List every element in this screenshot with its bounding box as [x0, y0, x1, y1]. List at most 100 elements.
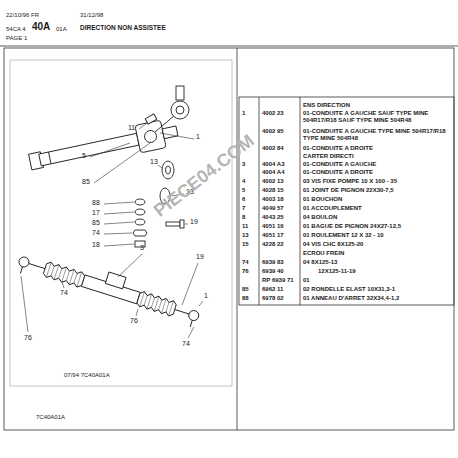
- table-column-line: [259, 97, 260, 305]
- callout-number: 18: [92, 241, 100, 249]
- pinion-housing: [135, 120, 166, 153]
- part-reference: 4004 A4: [262, 169, 284, 176]
- part-reference: RP 6939 71: [262, 277, 294, 284]
- tie-rod: [175, 310, 190, 315]
- callout-number: 19: [196, 253, 204, 261]
- leader-line: [62, 282, 64, 288]
- bolt-head: [180, 220, 184, 228]
- callout-number: 13: [150, 158, 158, 166]
- pinion-shaft: [155, 115, 175, 132]
- part-reference: 4028 15: [262, 187, 284, 194]
- callout-number: 17: [92, 209, 100, 217]
- bearing-bore: [166, 166, 171, 174]
- part-reference: 4002 13: [262, 178, 284, 185]
- boot-fold: [166, 302, 169, 312]
- part-description: 01 JOINT DE PIGNON 22X30-7,5: [303, 187, 452, 194]
- pump-screw: [145, 114, 157, 124]
- coupling-hub: [176, 106, 184, 114]
- boot-fold: [144, 296, 147, 306]
- pinion-housing: [105, 272, 126, 289]
- leader-line: [136, 309, 138, 316]
- leader-line: [21, 276, 28, 332]
- part-description: 01-CONDUITE A GAUCHE: [303, 161, 452, 168]
- rack-housing: [27, 117, 180, 176]
- callout-number: 85: [92, 219, 100, 227]
- item-number: 11: [242, 223, 248, 230]
- part-description: 04 8X125-13: [303, 259, 452, 266]
- leader-line: [94, 143, 150, 183]
- part-description: 01 BAGUE DE PIGNON 24X27-12,5: [303, 223, 452, 230]
- page-frame: [4, 48, 454, 430]
- boot-fold: [169, 301, 174, 316]
- part-description: 01: [303, 277, 323, 284]
- drawing-reference: 7C40A01A: [36, 414, 65, 421]
- leader-line: [158, 165, 162, 168]
- callout-number: 11: [128, 124, 135, 132]
- part-description: ECROU FREIN: [303, 250, 452, 257]
- part-description: 01 BOUCHON: [303, 196, 452, 203]
- callout-number: 19: [190, 218, 198, 226]
- part-description: 01 ROULEMENT 12 X 32 - 10: [303, 232, 452, 239]
- boot-fold: [69, 269, 74, 284]
- item-number: 8: [242, 214, 245, 221]
- ball-stud: [190, 320, 192, 327]
- boot-fold: [159, 300, 162, 310]
- item-number: 7: [242, 205, 245, 212]
- leader-line: [160, 133, 194, 139]
- boot-fold: [51, 266, 54, 276]
- part-reference: 6939 83: [262, 259, 284, 266]
- callout-number: 3: [140, 244, 144, 252]
- seal: [135, 209, 145, 215]
- part-reference: 6939 40: [262, 268, 284, 275]
- part-reference: 6978 02: [262, 295, 284, 302]
- callout-number: 1: [204, 292, 208, 300]
- boot-fold: [59, 269, 62, 279]
- leader-lines: [21, 123, 203, 338]
- boot-fold: [147, 294, 152, 309]
- rubber-boot: [43, 261, 86, 288]
- part-description: 04 VIS CHC 8X125-20: [303, 241, 452, 248]
- header-text: 40A: [32, 21, 50, 33]
- leader-line: [182, 263, 198, 305]
- part-description: 01 ANNEAU D'ARRET 32X34,4-1,2: [303, 295, 452, 302]
- part-reference: 4002 95: [262, 128, 284, 135]
- boot-fold: [66, 271, 69, 281]
- part-description: 01-CONDUITE A DROITE: [303, 145, 452, 152]
- leader-line: [104, 222, 134, 224]
- rubber-boot: [136, 290, 177, 317]
- leader-line: [188, 327, 194, 338]
- part-description: CARTER DIRECTI: [303, 153, 452, 160]
- part-reference: 4051 16: [262, 223, 284, 230]
- part-reference: 4049 57: [262, 205, 284, 212]
- item-number: 6: [242, 196, 245, 203]
- part-description: 03 VIS FIXE POMPE 10 X 100 - 35: [303, 178, 452, 185]
- steering-rack-assembly: [16, 245, 204, 328]
- bearing: [162, 161, 174, 179]
- callout-number: 1: [196, 133, 200, 141]
- header-text: 22/10/96 FR: [6, 12, 39, 19]
- callout-number: 74: [182, 340, 190, 348]
- coupling: [171, 101, 189, 119]
- housing-tube: [39, 133, 139, 166]
- leader-line: [139, 123, 147, 129]
- tie-rod-end: [187, 309, 200, 322]
- header-text: 31/12/98: [80, 12, 103, 19]
- part-description: ENS DIRECTION: [303, 102, 452, 109]
- part-reference: 4002 84: [262, 145, 284, 152]
- part-description: 02 RONDELLE ELAST 10X31,3-1: [303, 286, 452, 293]
- leader-line: [90, 143, 130, 157]
- callout-number: 88: [92, 199, 100, 207]
- callout-number: 76: [24, 334, 32, 342]
- part-description: 04 BOULON: [303, 214, 452, 221]
- callout-number: 74: [92, 229, 100, 237]
- boot-fold: [74, 273, 77, 283]
- callout-number: 5: [82, 152, 86, 160]
- boot-fold: [77, 272, 82, 287]
- coupling-bolt: [176, 86, 184, 100]
- callout-number: 74: [60, 289, 68, 297]
- page-title: DIRECTION NON ASSISTEE: [80, 24, 166, 32]
- boot-fold: [151, 298, 154, 308]
- part-reference: 4004 A3: [262, 161, 284, 168]
- parts-table-frame: [239, 97, 454, 305]
- bolt: [166, 222, 180, 226]
